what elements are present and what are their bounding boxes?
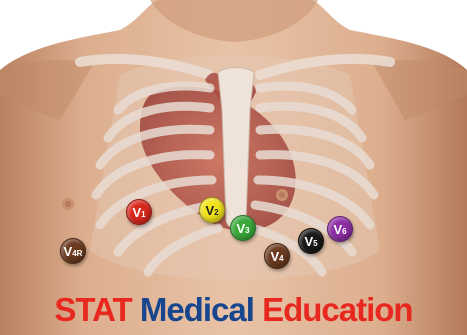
brand-word-stat: STAT <box>54 290 131 330</box>
brand-watermark: STAT Medical Education <box>0 290 467 330</box>
brand-word-education: Education <box>262 290 413 330</box>
brand-word-medical: Medical <box>140 290 254 330</box>
